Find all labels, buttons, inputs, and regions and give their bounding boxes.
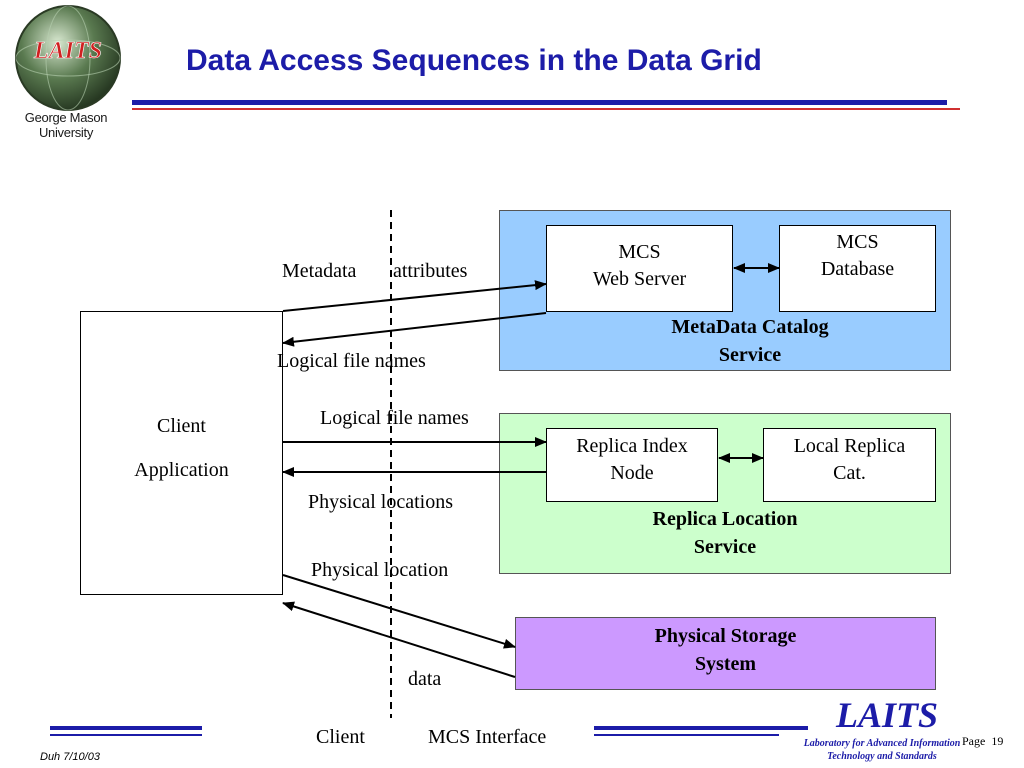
page-number: Page 19 (962, 734, 1003, 749)
local-replica-catalog-box: Local Replica Cat. (763, 428, 936, 502)
mcs-web-server-box: MCS Web Server (546, 225, 733, 312)
mcs-database-box: MCS Database (779, 225, 936, 312)
arrow-metadata-to-mcs (282, 280, 547, 312)
replica-index-node-box: Replica Index Node (546, 428, 718, 502)
footer-rule-right-thin (594, 734, 779, 736)
flow-label-physical-location: Physical location (311, 559, 449, 581)
client-application-box (80, 311, 283, 595)
laits-brand: LAITS (836, 695, 939, 735)
physical-storage-system-label: Physical Storage System (515, 622, 936, 678)
rls-service-label-line2: Service (693, 536, 757, 558)
storage-label-line2: System (694, 653, 757, 675)
flow-label-attributes: attributes (393, 260, 468, 282)
rls-service-label-line1: Replica Location (652, 508, 798, 530)
laits-subtitle-line2: Technology and Standards (827, 751, 937, 762)
laits-globe-logo: LAITS (6, 2, 130, 130)
mcs-database-line2: Database (820, 258, 895, 280)
mcs-web-server-line1: MCS (618, 241, 661, 263)
footer-rule-left (50, 726, 202, 730)
replica-index-line1: Replica Index (576, 435, 688, 457)
page-number-value: 19 (991, 734, 1004, 748)
laits-subtitle-line1: Laboratory for Advanced Information (803, 738, 961, 749)
title-rule-red (132, 108, 960, 110)
footer-mcs-interface-label: MCS Interface (428, 726, 547, 748)
replica-index-line2: Node (610, 462, 654, 484)
footer-date: Duh 7/10/03 (40, 751, 100, 763)
mcs-service-label-line1: MetaData Catalog (671, 316, 829, 338)
footer-client-label: Client (316, 726, 365, 748)
replica-location-service-label: Replica Location Service (575, 505, 875, 561)
footer-rule-right (594, 726, 808, 730)
page-label: Page (962, 734, 986, 748)
client-application-label: Client Application (80, 404, 283, 492)
footer-rule-left-thin (50, 734, 202, 736)
flow-label-logical-file-names-2: Logical file names (320, 407, 469, 429)
laits-subtitle: Laboratory for Advanced Information Tech… (784, 737, 980, 763)
university-name: George Mason University (24, 110, 108, 140)
title-rule-blue (132, 100, 947, 105)
local-replica-line2: Cat. (833, 462, 866, 484)
page-title: Data Access Sequences in the Data Grid (186, 44, 762, 77)
mcs-database-line1: MCS (836, 231, 879, 253)
client-label-line2: Application (134, 459, 229, 481)
flow-label-logical-file-names-1: Logical file names (277, 350, 426, 372)
physical-storage-system-panel (515, 617, 936, 690)
storage-label-line1: Physical Storage (654, 625, 797, 647)
client-label-line1: Client (157, 415, 206, 437)
arrow-logical-names-to-client (282, 312, 547, 347)
flow-label-data: data (408, 668, 442, 690)
mcs-service-label-line2: Service (718, 344, 782, 366)
flow-label-physical-locations: Physical locations (308, 491, 453, 513)
flow-label-metadata: Metadata (282, 260, 357, 282)
local-replica-line1: Local Replica (793, 435, 906, 457)
arrow-data-to-client (282, 601, 516, 678)
arrow-physical-location-to-storage (282, 574, 516, 649)
mcs-web-server-line2: Web Server (592, 268, 687, 290)
metadata-catalog-service-label: MetaData Catalog Service (600, 313, 900, 369)
svg-text:LAITS: LAITS (33, 38, 102, 64)
